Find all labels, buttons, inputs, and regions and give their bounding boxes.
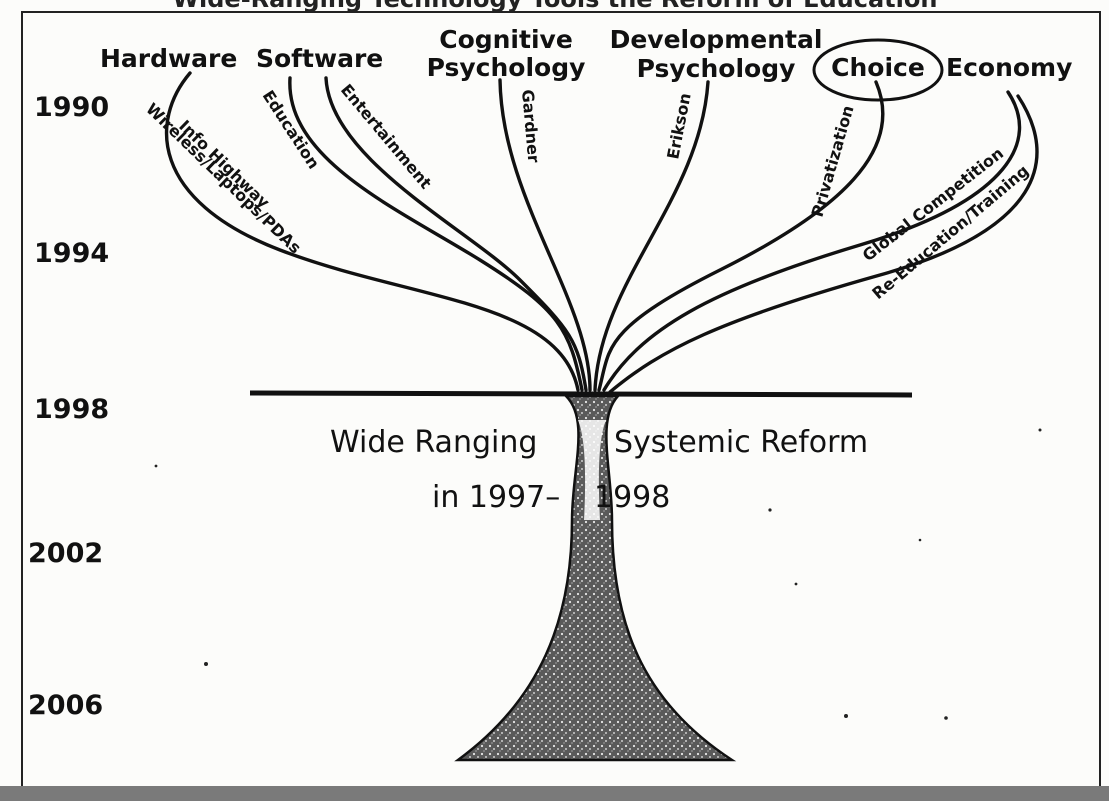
branch-line-economy-2 [608,94,1039,394]
diagram-title: Wide-Ranging Technology Tools the Reform… [173,0,938,13]
year-label-2002: 2002 [28,538,103,569]
branch-line-software-1 [288,76,584,392]
category-software: Software [256,44,383,73]
reform-text-right-2: 1998 [594,480,670,515]
scan-bottom-edge [0,786,1109,801]
trunk-waist [578,420,606,520]
branch-line-choice [597,80,885,392]
category-cognitive-line1: Cognitive [439,25,573,54]
category-choice: Choice [831,53,925,82]
year-label-1990: 1990 [34,92,109,123]
reform-text-left-2: in 1997– [432,480,560,515]
branch-line-economy-1 [602,90,1022,392]
branch-line-hardware [164,71,580,392]
reform-text-right-1: Systemic Reform [614,425,868,460]
reform-trunk [454,394,737,762]
category-hardware: Hardware [100,44,237,73]
branch-line-developmental [593,80,710,392]
scan-specks [154,428,1042,720]
reform-horizon-line [249,390,913,398]
choice-circle [812,38,944,102]
branch-line-software-2 [324,76,588,392]
year-label-1998: 1998 [34,394,109,425]
year-label-1994: 1994 [34,238,109,269]
category-economy: Economy [946,53,1072,82]
year-label-2006: 2006 [28,690,103,721]
reform-text-left-1: Wide Ranging [330,425,537,460]
category-developmental-line1: Developmental [610,25,823,54]
branch-line-cognitive [498,78,592,392]
category-developmental-line2: Psychology [637,54,796,83]
branch-label-erikson: Erikson [663,92,694,161]
branch-lines [164,71,1039,394]
category-cognitive-line2: Psychology [427,53,586,82]
branch-label-gardner: Gardner [518,89,543,164]
